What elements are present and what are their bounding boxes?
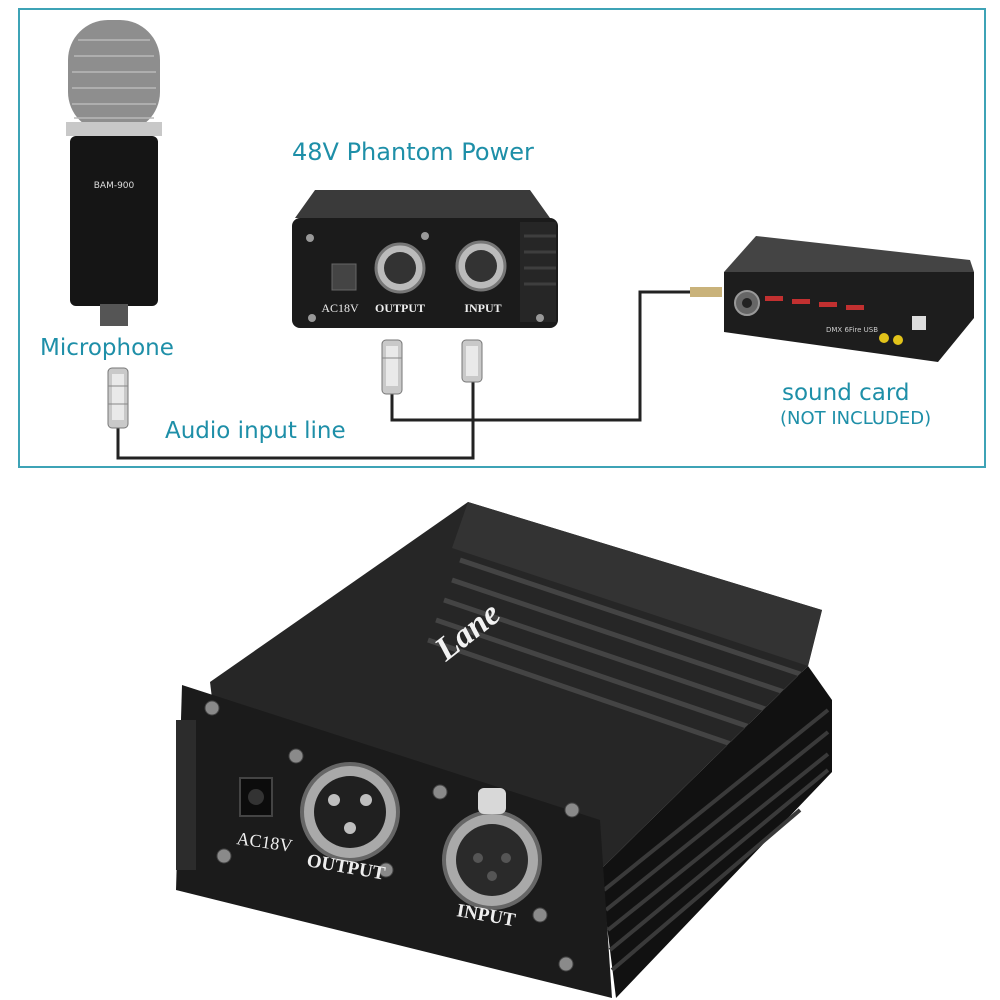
small-output-label: OUTPUT	[375, 301, 425, 315]
product-power-jack	[239, 777, 273, 817]
xlr-plug-input	[461, 339, 483, 383]
xlr-plug-output	[381, 339, 403, 395]
phantom-power-title: 48V Phantom Power	[292, 138, 534, 166]
connection-diagram-frame	[18, 8, 986, 468]
sound-card-illustration: DMX 6Fire USB	[690, 236, 974, 362]
phantom-box-small: AC18V OUTPUT INPUT	[292, 190, 558, 328]
audio-input-line-label: Audio input line	[165, 418, 346, 444]
audio-cables	[116, 290, 690, 460]
xlr-plug-mic	[107, 367, 129, 429]
phantom-power-product: Lane AC18V OUTPUT INPUT	[176, 502, 832, 998]
sound-card-brand-text: DMX 6Fire USB	[826, 326, 878, 334]
small-power-label: AC18V	[321, 301, 359, 315]
sound-card-label: sound card	[782, 380, 910, 406]
mic-model-text: BAM-900	[94, 181, 135, 191]
microphone-illustration: BAM-900	[66, 20, 162, 326]
cable-output-to-soundcard	[390, 290, 690, 422]
product-front-face	[176, 685, 612, 998]
microphone-label: Microphone	[40, 335, 174, 361]
jack-plug	[690, 287, 722, 297]
connection-diagram: BAM-900 AC18V OUTPUT INPUT DMX 6Fire	[66, 20, 974, 460]
sound-card-note: (NOT INCLUDED)	[780, 408, 932, 429]
small-input-label: INPUT	[464, 301, 501, 315]
product-side-face	[600, 666, 832, 998]
